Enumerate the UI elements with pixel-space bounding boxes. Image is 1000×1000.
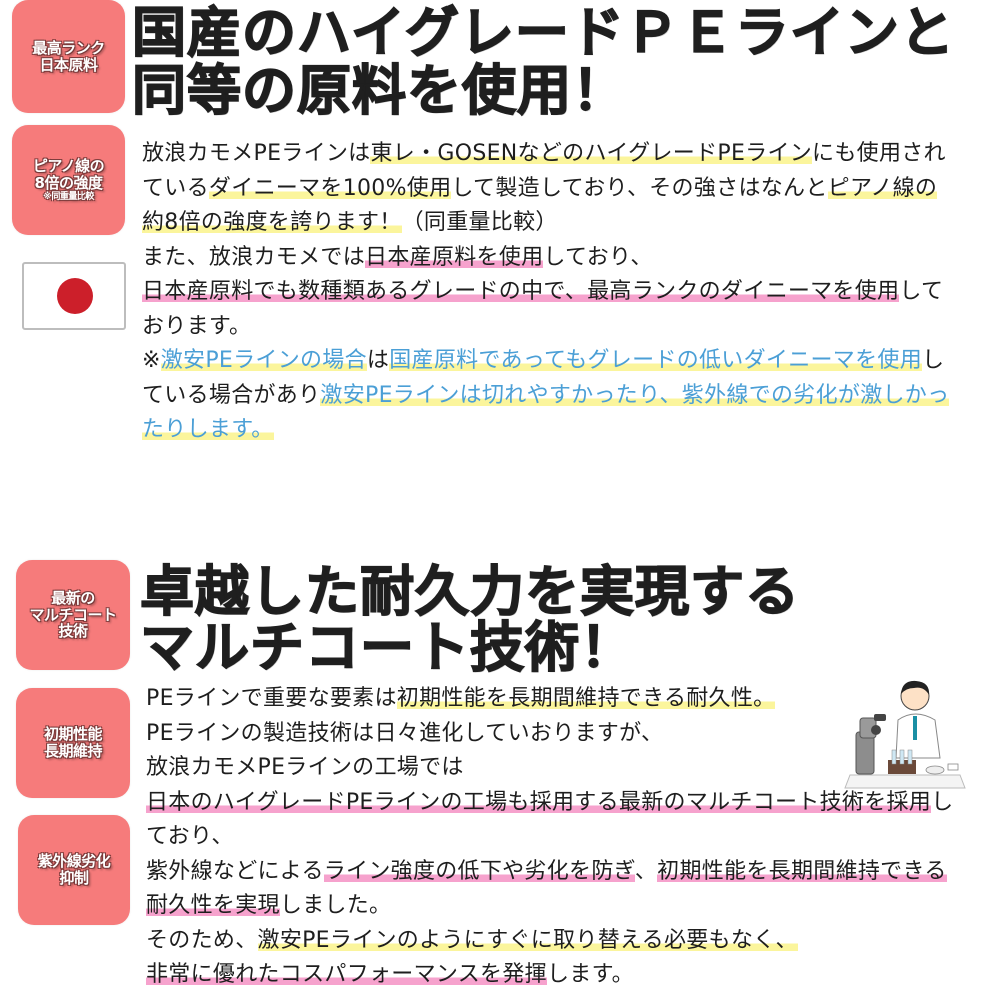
text-line: 放浪カモメPEラインの工場では — [146, 751, 953, 786]
text-line: PEラインで重要な要素は初期性能を長期間維持できる耐久性。 — [146, 682, 953, 717]
highlighted-text: たりします。 — [142, 417, 274, 442]
badge-line: 初期性能 — [43, 725, 103, 744]
badge-uv-degradation-suppression: 紫外線劣化 抑制 — [18, 815, 130, 925]
badge-line: 抑制 — [59, 869, 89, 887]
text-line: ているダイニーマを100%使用して製造しており、その強さはなんとピアノ線の — [142, 172, 949, 207]
text-line: ている場合があり激安PEラインは切れやすかったり、紫外線での劣化が激しかっ — [142, 379, 950, 414]
highlighted-text: 東レ・GOSENなどのハイグレードPEライン — [370, 141, 813, 166]
badge-line: 最高ランク — [32, 38, 105, 57]
badge-line: 日本原料 — [39, 55, 98, 74]
text-segment: し — [931, 789, 954, 815]
highlighted-text: 日本産原料を使用 — [365, 244, 544, 270]
scientist-with-microscope-icon — [844, 680, 966, 789]
text-segment: PEラインの製造技術は日々進化していおりますが、 — [146, 720, 664, 746]
badge-long-term-performance: 初期性能 長期維持 — [16, 688, 130, 798]
section2-paragraph: PEラインで重要な要素は初期性能を長期間維持できる耐久性。 PEラインの製造技術は… — [146, 682, 953, 993]
headline-line: 卓越した耐久力を実現する — [139, 560, 800, 623]
text-segment: して製造しており、その強さはなんと — [451, 175, 828, 201]
text-segment: 放浪カモメPEラインは — [142, 141, 371, 166]
text-line: 約8倍の強度を誇ります！（同重量比較） — [142, 206, 949, 241]
badge-line: 長期維持 — [43, 742, 103, 760]
highlighted-text: ピアノ線の — [827, 175, 938, 201]
badge-top-rank-japanese-material: 最高ランク 日本原料 — [12, 0, 125, 113]
badge-line: 8倍の強度 — [34, 173, 103, 192]
text-segment: は — [366, 348, 390, 373]
text-segment: そのため、 — [146, 927, 258, 953]
text-segment: し — [922, 348, 945, 373]
text-segment: おります。 — [142, 313, 252, 339]
text-line: ※激安PEラインの場合は国産原料であってもグレードの低いダイニーマを使用し — [142, 344, 949, 379]
text-segment: ている場合があり — [142, 382, 321, 408]
section2-headline: 卓越した耐久力を実現する マルチコート技術！ — [139, 560, 800, 679]
highlighted-text: ダイニーマを100%使用 — [208, 175, 452, 201]
badge-line: ピアノ線の — [32, 157, 105, 176]
flag-sun — [57, 278, 93, 314]
text-line: おります。 — [142, 310, 949, 345]
text-segment: して — [899, 279, 944, 304]
text-segment: ている — [142, 175, 209, 201]
text-segment: ※ — [142, 348, 161, 373]
text-segment: PEラインで重要な要素は — [146, 686, 397, 711]
highlighted-text: 日本産原料でも数種類あるグレードの中で、最高ランクのダイニーマを使用 — [142, 279, 900, 304]
section1-headline: 国産のハイグレードＰＥラインと 同等の原料を使用！ — [131, 1, 955, 122]
badge-line: マルチコート — [29, 605, 117, 624]
text-line: そのため、激安PEラインのようにすぐに取り替える必要もなく、 — [146, 924, 953, 959]
badge-piano-wire-strength: ピアノ線の 8倍の強度 ※同重量比較 — [12, 125, 125, 235]
highlighted-text: 激安PEラインの場合 — [160, 348, 367, 373]
badge-latest-multicoat: 最新の マルチコート 技術 — [16, 560, 130, 670]
badge-line: 紫外線劣化 — [37, 852, 111, 871]
highlighted-text: 国産原料であってもグレードの低いダイニーマを使用 — [389, 348, 923, 373]
text-line: たりします。 — [142, 413, 949, 448]
japan-flag-icon — [22, 262, 126, 330]
text-segment: 紫外線などによる — [146, 858, 324, 884]
section1-paragraph: 放浪カモメPEラインは東レ・GOSENなどのハイグレードPEラインにも使用されて… — [142, 137, 950, 448]
text-line: 日本産原料でも数種類あるグレードの中で、最高ランクのダイニーマを使用して — [142, 275, 949, 310]
badge-line: 技術 — [58, 622, 88, 641]
text-line: また、放浪カモメでは日本産原料を使用しており、 — [142, 241, 949, 276]
text-line: PEラインの製造技術は日々進化していおりますが、 — [146, 717, 953, 752]
text-line: 紫外線などによるライン強度の低下や劣化を防ぎ、初期性能を長期間維持できる — [146, 855, 953, 890]
headline-line: 同等の原料を使用！ — [131, 59, 627, 122]
text-segment: しました。 — [279, 893, 392, 918]
text-segment: しており、 — [543, 244, 653, 270]
highlighted-text: 非常に優れたコスパフォーマンスを発揮 — [146, 962, 547, 987]
badge-line: 最新の — [51, 588, 95, 607]
highlighted-text: 激安PEラインは切れやすかったり、紫外線での劣化が激しかっ — [320, 382, 950, 408]
text-line: ており、 — [146, 820, 953, 855]
text-line: 放浪カモメPEラインは東レ・GOSENなどのハイグレードPEラインにも使用され — [142, 137, 949, 172]
text-line: 非常に優れたコスパフォーマンスを発揮します。 — [146, 958, 953, 993]
headline-line: マルチコート技術！ — [139, 616, 635, 679]
headline-line: 国産のハイグレードＰＥラインと — [131, 1, 955, 64]
highlighted-text: 初期性能を長期間維持できる — [657, 858, 947, 884]
highlighted-text: 約8倍の強度を誇ります！ — [142, 210, 402, 235]
text-line: 耐久性を実現しました。 — [146, 889, 953, 924]
text-segment: します。 — [546, 962, 634, 987]
highlighted-text: ライン強度の低下や劣化を防ぎ — [323, 858, 635, 884]
badge-note: ※同重量比較 — [43, 191, 94, 202]
highlighted-text: 激安PEラインのようにすぐに取り替える必要もなく、 — [257, 927, 798, 953]
text-line: 日本のハイグレードPEラインの工場も採用する最新のマルチコート技術を採用し — [146, 786, 953, 821]
text-segment: にも使用され — [812, 141, 946, 166]
highlighted-text: 耐久性を実現 — [146, 893, 280, 918]
text-segment: ており、 — [146, 824, 234, 849]
highlighted-text: 日本のハイグレードPEラインの工場も採用する最新のマルチコート技術を採用 — [146, 789, 932, 815]
text-segment: また、放浪カモメでは — [142, 244, 366, 270]
text-segment: 放浪カモメPEラインの工場では — [146, 755, 464, 780]
text-segment: 、 — [634, 858, 658, 884]
highlighted-text: 初期性能を長期間維持できる耐久性。 — [396, 686, 776, 711]
text-segment: （同重量比較） — [401, 210, 558, 235]
